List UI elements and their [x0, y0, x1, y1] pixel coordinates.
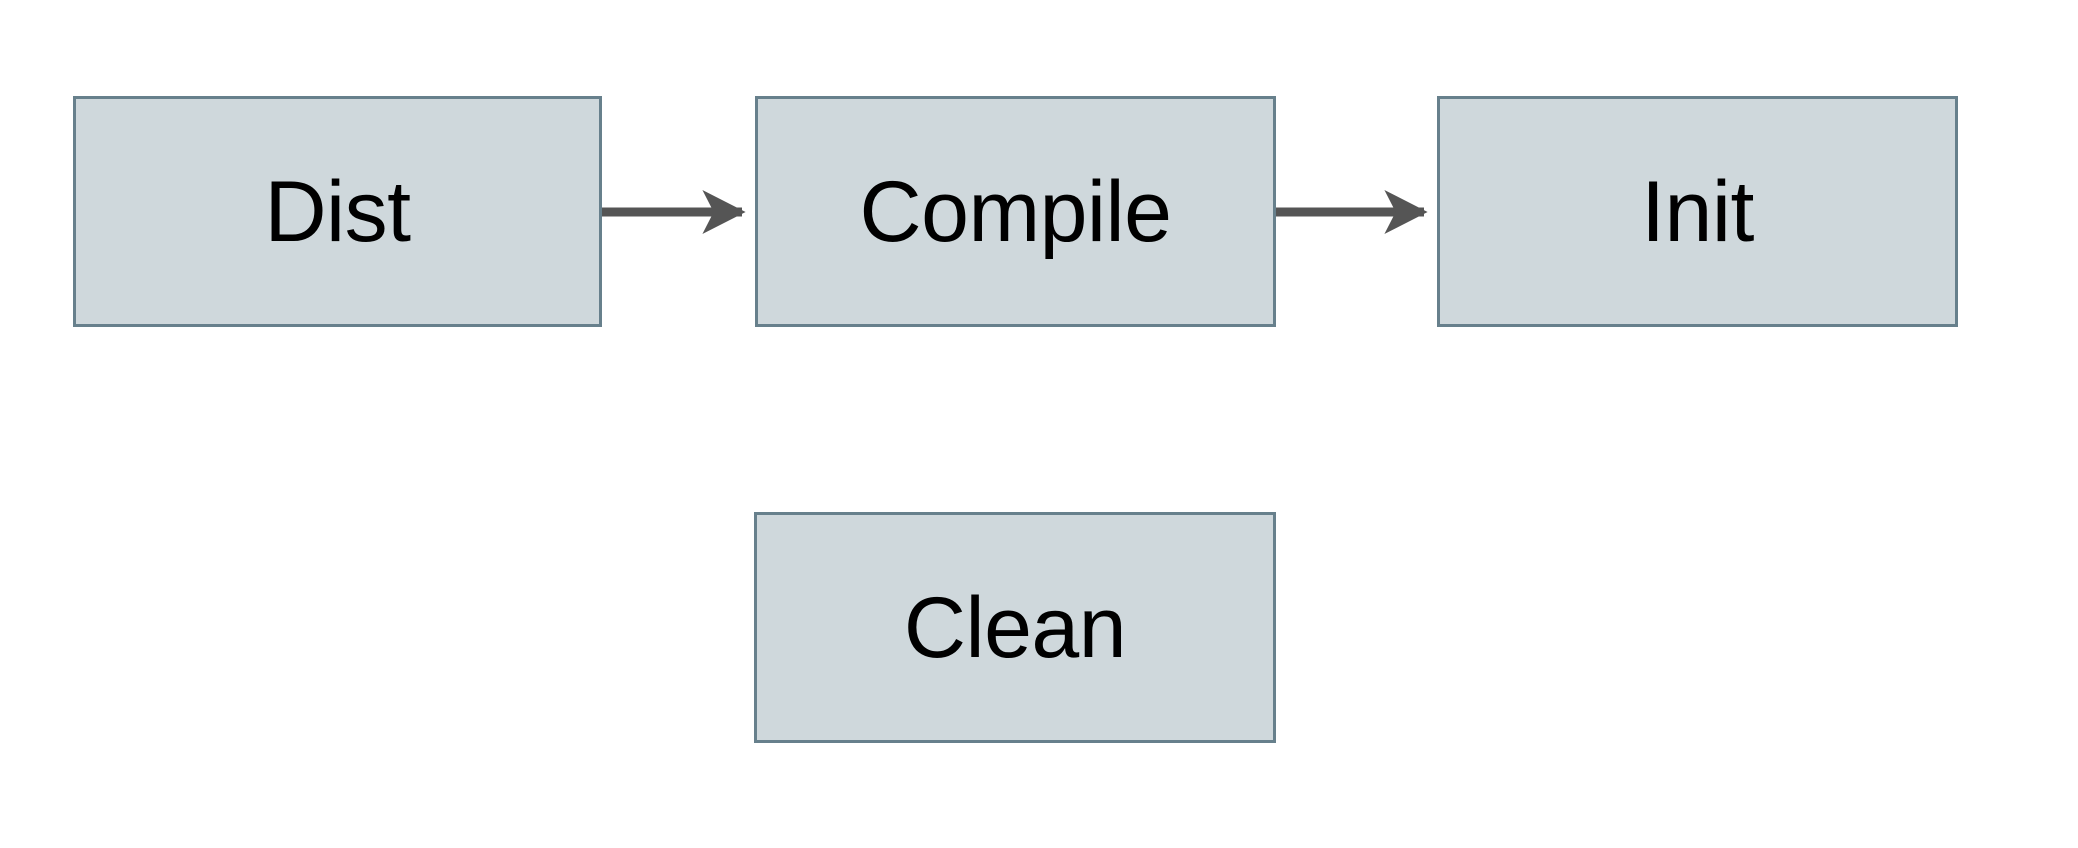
node-init[interactable]: Init [1437, 96, 1958, 327]
node-dist[interactable]: Dist [73, 96, 602, 327]
node-clean-label: Clean [903, 579, 1127, 676]
node-dist-label: Dist [264, 163, 411, 260]
node-compile-label: Compile [859, 163, 1172, 260]
node-init-label: Init [1641, 163, 1754, 260]
node-clean[interactable]: Clean [754, 512, 1276, 743]
node-compile[interactable]: Compile [755, 96, 1276, 327]
